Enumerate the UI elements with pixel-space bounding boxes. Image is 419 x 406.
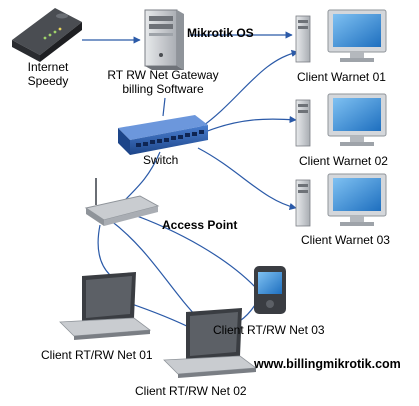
link-ap-pda [119, 209, 259, 291]
gateway-label-line2: billing Software [122, 82, 204, 96]
link-ap-laptop02 [109, 219, 201, 321]
gateway-server-icon [144, 9, 184, 70]
link-switch-client01 [199, 49, 299, 129]
gateway-label: RT RW Net Gateway billing Software [98, 68, 228, 96]
modem-icon [12, 8, 82, 62]
client-warnet-01-label: Client Warnet 01 [297, 70, 386, 84]
client-warnet-01-icon [295, 9, 387, 63]
modem-label-line2: Speedy [27, 74, 69, 88]
modem-label-line1: Internet [27, 60, 69, 74]
pda-client-rtrw-03-icon [254, 266, 286, 314]
client-warnet-02-icon [295, 93, 387, 147]
footer-url: www.billingmikrotik.com [254, 357, 401, 371]
client-warnet-03-label: Client Warnet 03 [301, 233, 390, 247]
laptop-client-rtrw-02-icon [163, 308, 258, 378]
laptop-client-rtrw-01-icon [59, 272, 152, 340]
client-warnet-02-label: Client Warnet 02 [299, 154, 388, 168]
access-point-icon [84, 178, 160, 226]
link-switch-client02 [204, 115, 297, 133]
client-rtrw-01-label: Client RT/RW Net 01 [41, 348, 153, 362]
link-gateway-switch [162, 97, 166, 117]
link-switch-client03 [197, 147, 297, 211]
access-point-label: Access Point [162, 218, 238, 232]
switch-label: Switch [143, 153, 179, 167]
client-rtrw-02-label: Client RT/RW Net 02 [135, 384, 247, 398]
link-ap-laptop01 [97, 224, 111, 276]
gateway-label-line1: RT RW Net Gateway [107, 68, 219, 82]
modem-label: Internet Speedy [18, 60, 78, 88]
gateway-os-label: Mikrotik OS [187, 26, 254, 40]
client-rtrw-03-label: Client RT/RW Net 03 [213, 323, 325, 337]
client-warnet-03-icon [295, 173, 387, 227]
link-switch-ap [124, 151, 161, 201]
switch-icon [118, 115, 208, 155]
